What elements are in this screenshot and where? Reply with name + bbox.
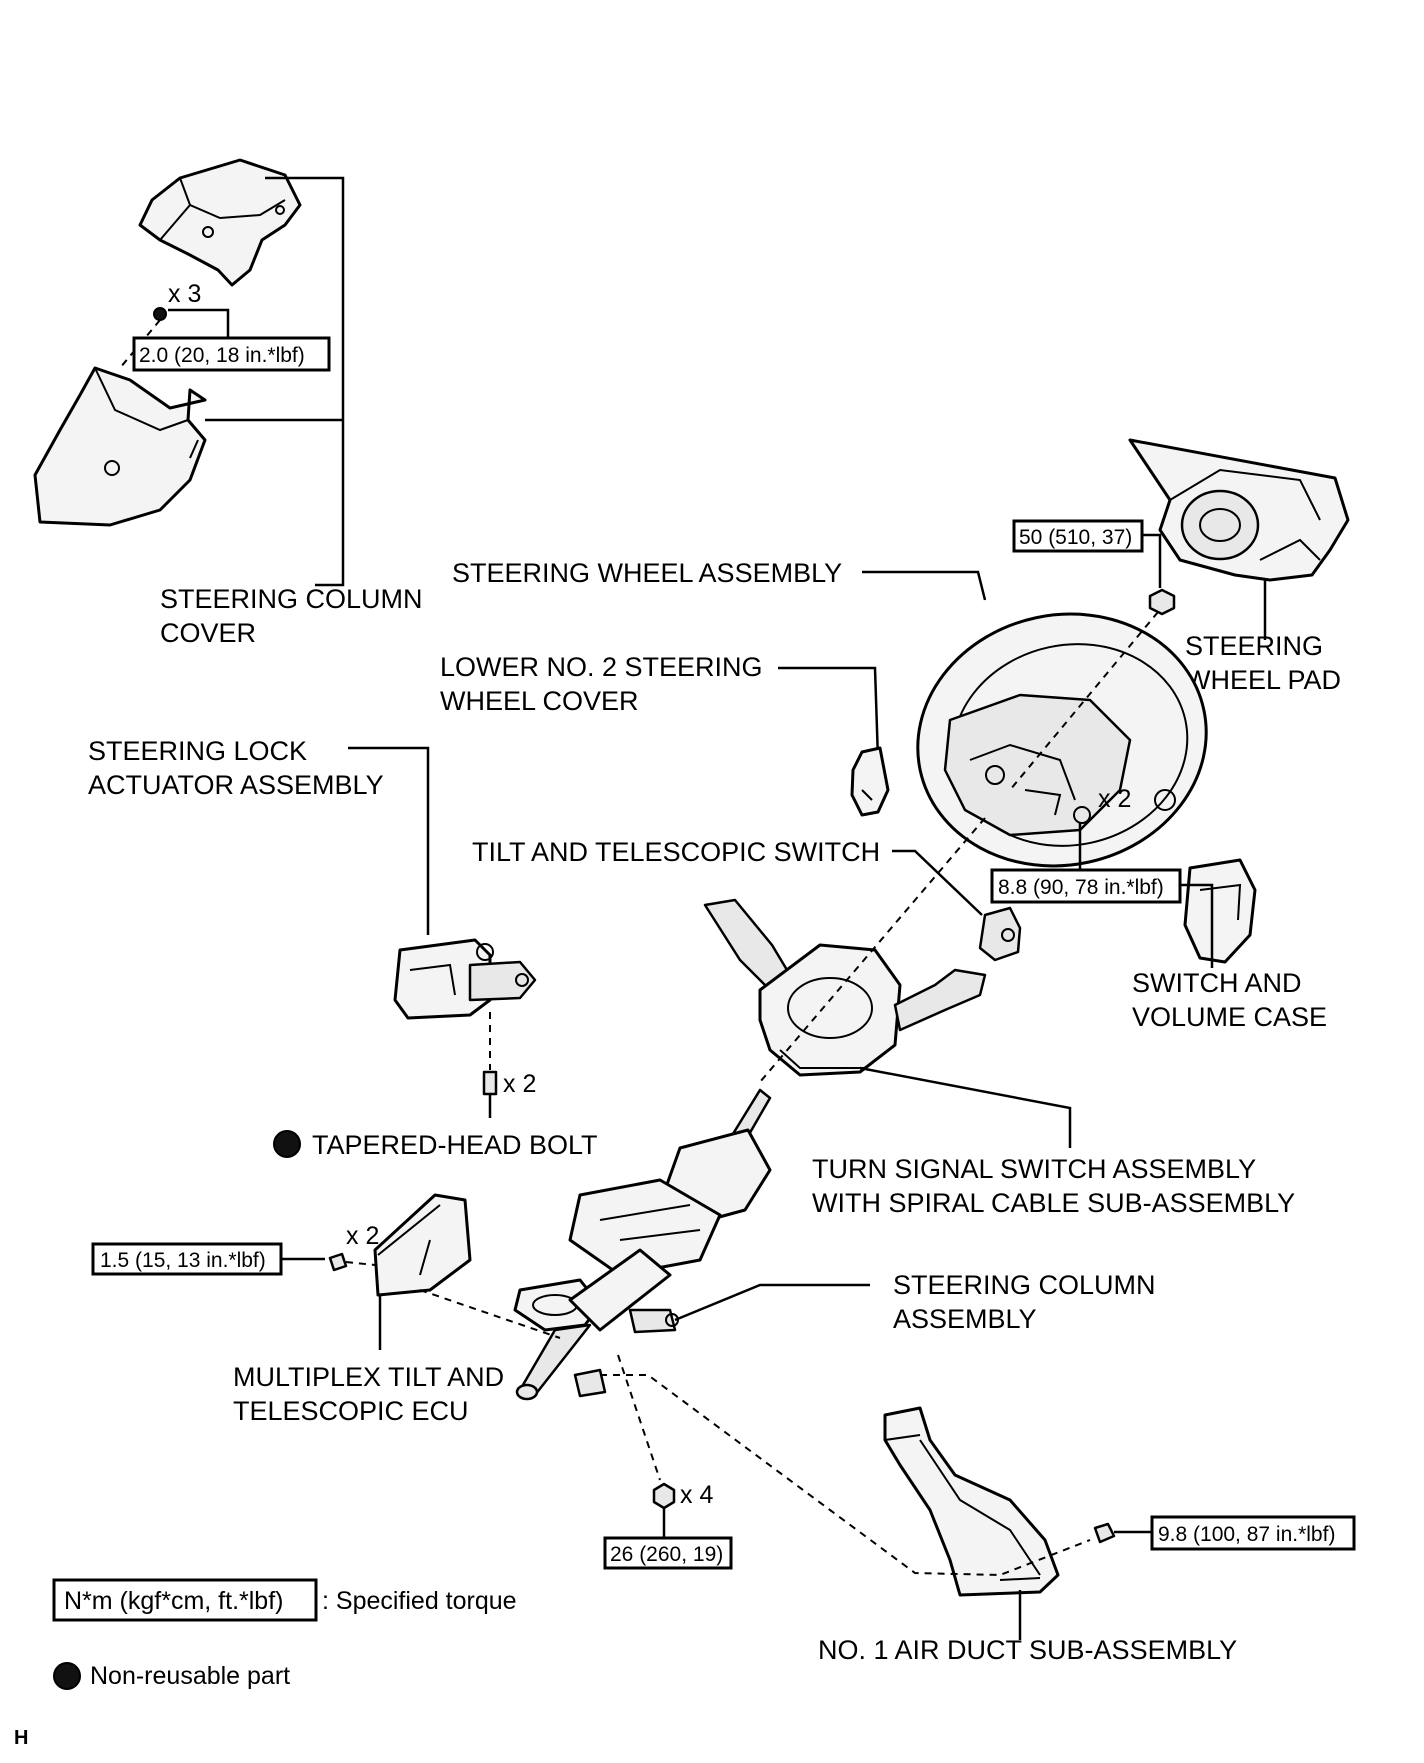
legend-non-reusable-icon: [53, 1662, 81, 1690]
pad-screw-torque: 8.8 (90, 78 in.*lbf): [998, 876, 1164, 899]
column-nut-torque-box: [603, 1536, 733, 1570]
steering-column-cover-label-2: COVER: [160, 618, 256, 648]
lower-no2-cover-drawing: [850, 746, 890, 817]
steering-wheel-pad-label-1: STEERING: [1185, 631, 1323, 661]
lower-column-cover-drawing: [33, 366, 207, 527]
column-nut-drawing: [652, 1482, 676, 1510]
steering-lock-actuator-label-2: ACTUATOR ASSEMBLY: [88, 770, 384, 800]
turn-signal-switch-label-1: TURN SIGNAL SWITCH ASSEMBLY: [812, 1154, 1256, 1184]
steering-lock-actuator-drawing: [393, 938, 537, 1020]
duct-bolt-torque-box: [1150, 1515, 1356, 1551]
ecu-screw-torque: 1.5 (15, 13 in.*lbf): [100, 1249, 266, 1272]
cover-screw-torque-box: [132, 336, 331, 372]
pad-screw-qty: x 2: [1098, 785, 1131, 813]
steering-column-assembly-label-1: STEERING COLUMN: [893, 1270, 1156, 1300]
tapered-head-bolt-label: TAPERED-HEAD BOLT: [312, 1130, 598, 1160]
legend-torque-desc: : Specified torque: [322, 1587, 517, 1615]
steering-wheel-pad-drawing: [1128, 438, 1350, 582]
wheel-nut-torque: 50 (510, 37): [1019, 526, 1132, 549]
non-reusable-mark-bolt: [273, 1130, 301, 1158]
no1-air-duct-drawing: [883, 1406, 1060, 1597]
multiplex-ecu-drawing: [373, 1193, 472, 1297]
steering-column-drawing: [513, 1088, 772, 1401]
upper-column-cover-drawing: [138, 158, 302, 287]
steering-wheel-drawing: [916, 612, 1208, 868]
corner-mark: H: [14, 1727, 28, 1749]
steering-column-cover-label-1: STEERING COLUMN: [160, 584, 423, 614]
tapered-bolt-drawing: [482, 1070, 498, 1118]
wheel-nut-drawing: [1148, 588, 1176, 616]
multiplex-ecu-label-2: TELESCOPIC ECU: [233, 1396, 469, 1426]
cover-screw-qty: x 3: [168, 280, 201, 308]
no1-air-duct-label: NO. 1 AIR DUCT SUB-ASSEMBLY: [818, 1635, 1237, 1665]
tilt-telescopic-switch-drawing: [978, 906, 1022, 962]
switch-volume-case-drawing: [1183, 858, 1257, 964]
steering-wheel-pad-label-2: WHEEL PAD: [1185, 665, 1341, 695]
multiplex-ecu-label-1: MULTIPLEX TILT AND: [233, 1362, 504, 1392]
cover-screw-torque: 2.0 (20, 18 in.*lbf): [139, 344, 305, 367]
wheel-nut-torque-box: [1012, 519, 1144, 553]
tapered-bolt-qty: x 2: [503, 1070, 536, 1098]
lower-no2-cover-label-2: WHEEL COVER: [440, 686, 639, 716]
legend-torque-unit: N*m (kgf*cm, ft.*lbf): [64, 1587, 283, 1615]
steering-lock-actuator-label-1: STEERING LOCK: [88, 736, 307, 766]
turn-signal-switch-drawing: [703, 898, 987, 1077]
legend-non-reusable-label: Non-reusable part: [90, 1662, 290, 1690]
duct-bolt-torque: 9.8 (100, 87 in.*lbf): [1158, 1523, 1335, 1546]
ecu-screw-drawing: [328, 1252, 348, 1272]
switch-volume-case-label-2: VOLUME CASE: [1132, 1002, 1327, 1032]
turn-signal-switch-label-2: WITH SPIRAL CABLE SUB-ASSEMBLY: [812, 1188, 1295, 1218]
column-nut-torque: 26 (260, 19): [610, 1543, 723, 1566]
steering-column-assembly-label-2: ASSEMBLY: [893, 1304, 1037, 1334]
lower-no2-cover-label-1: LOWER NO. 2 STEERING: [440, 652, 763, 682]
switch-volume-case-label-1: SWITCH AND: [1132, 968, 1302, 998]
column-nut-qty: x 4: [680, 1481, 713, 1509]
duct-bolt-drawing: [1093, 1522, 1116, 1544]
legend-torque-box: [52, 1578, 318, 1622]
ecu-screw-qty: x 2: [346, 1222, 379, 1250]
tilt-telescopic-switch-label: TILT AND TELESCOPIC SWITCH: [472, 837, 880, 867]
steering-wheel-assembly-label: STEERING WHEEL ASSEMBLY: [452, 558, 842, 588]
